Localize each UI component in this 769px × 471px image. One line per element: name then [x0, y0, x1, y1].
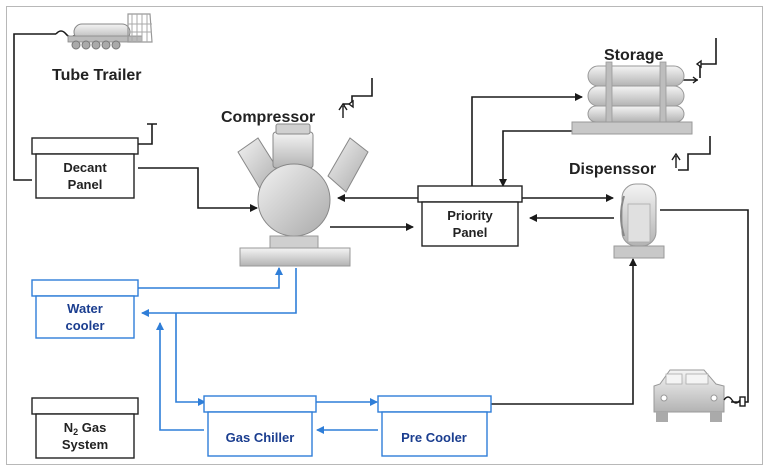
gas-chiller: [203, 395, 317, 457]
n2-gas-system: [31, 397, 139, 459]
compressor-label: Compressor: [221, 109, 315, 126]
storage-vent: [699, 38, 717, 78]
tube-trailer-icon: [67, 13, 153, 50]
decant-to-compressor-line: [138, 167, 258, 212]
car-nozzle: [723, 396, 746, 407]
pre-cooler-label: Pre Cooler: [401, 430, 467, 445]
dispenssor-label: Dispenssor: [569, 161, 656, 178]
storage-to-priority-line: [499, 130, 572, 187]
storage-icon: [571, 61, 693, 135]
vent-valves: [338, 59, 702, 168]
car-icon: [653, 369, 725, 422]
water-cooler-label-line2: cooler: [65, 318, 104, 333]
water-cooler: [31, 279, 139, 339]
watercooler-to-chiller-line: [175, 313, 206, 406]
pre-cooler: [377, 395, 492, 457]
water-cooler-label-line1: Water: [67, 301, 103, 316]
decant-vent: [138, 123, 157, 145]
storage-label: Storage: [604, 47, 664, 64]
dispenser-icon: [613, 183, 665, 259]
compressor-vent: [343, 78, 373, 106]
decant-panel-label-line2: Panel: [68, 177, 103, 192]
n2-gas-system-label-line2: System: [62, 437, 108, 452]
decant-panel-label-line1: Decant: [63, 160, 107, 175]
priority-panel: [417, 185, 523, 247]
priority-panel-label-line2: Panel: [453, 225, 488, 240]
compressor-icon: [237, 123, 369, 267]
chiller-to-watercooler-line: [156, 322, 204, 431]
dispenser-vent: [678, 136, 711, 171]
tube-trailer-label: Tube Trailer: [52, 67, 142, 84]
gas-chiller-label: Gas Chiller: [226, 430, 295, 445]
decant-panel: [31, 137, 139, 199]
trailer-to-decant-line: [13, 33, 56, 181]
watercooler-to-compressor-line: [138, 267, 283, 289]
precooler-to-dispenser-line: [491, 258, 637, 405]
coolant-lines: [138, 267, 378, 434]
priority-to-storage-line: [471, 93, 583, 188]
n2-gas-system-label-line1: N2 Gas: [64, 420, 107, 437]
compressor-to-watercooler-line: [141, 268, 297, 317]
priority-panel-label-line1: Priority: [447, 208, 493, 223]
